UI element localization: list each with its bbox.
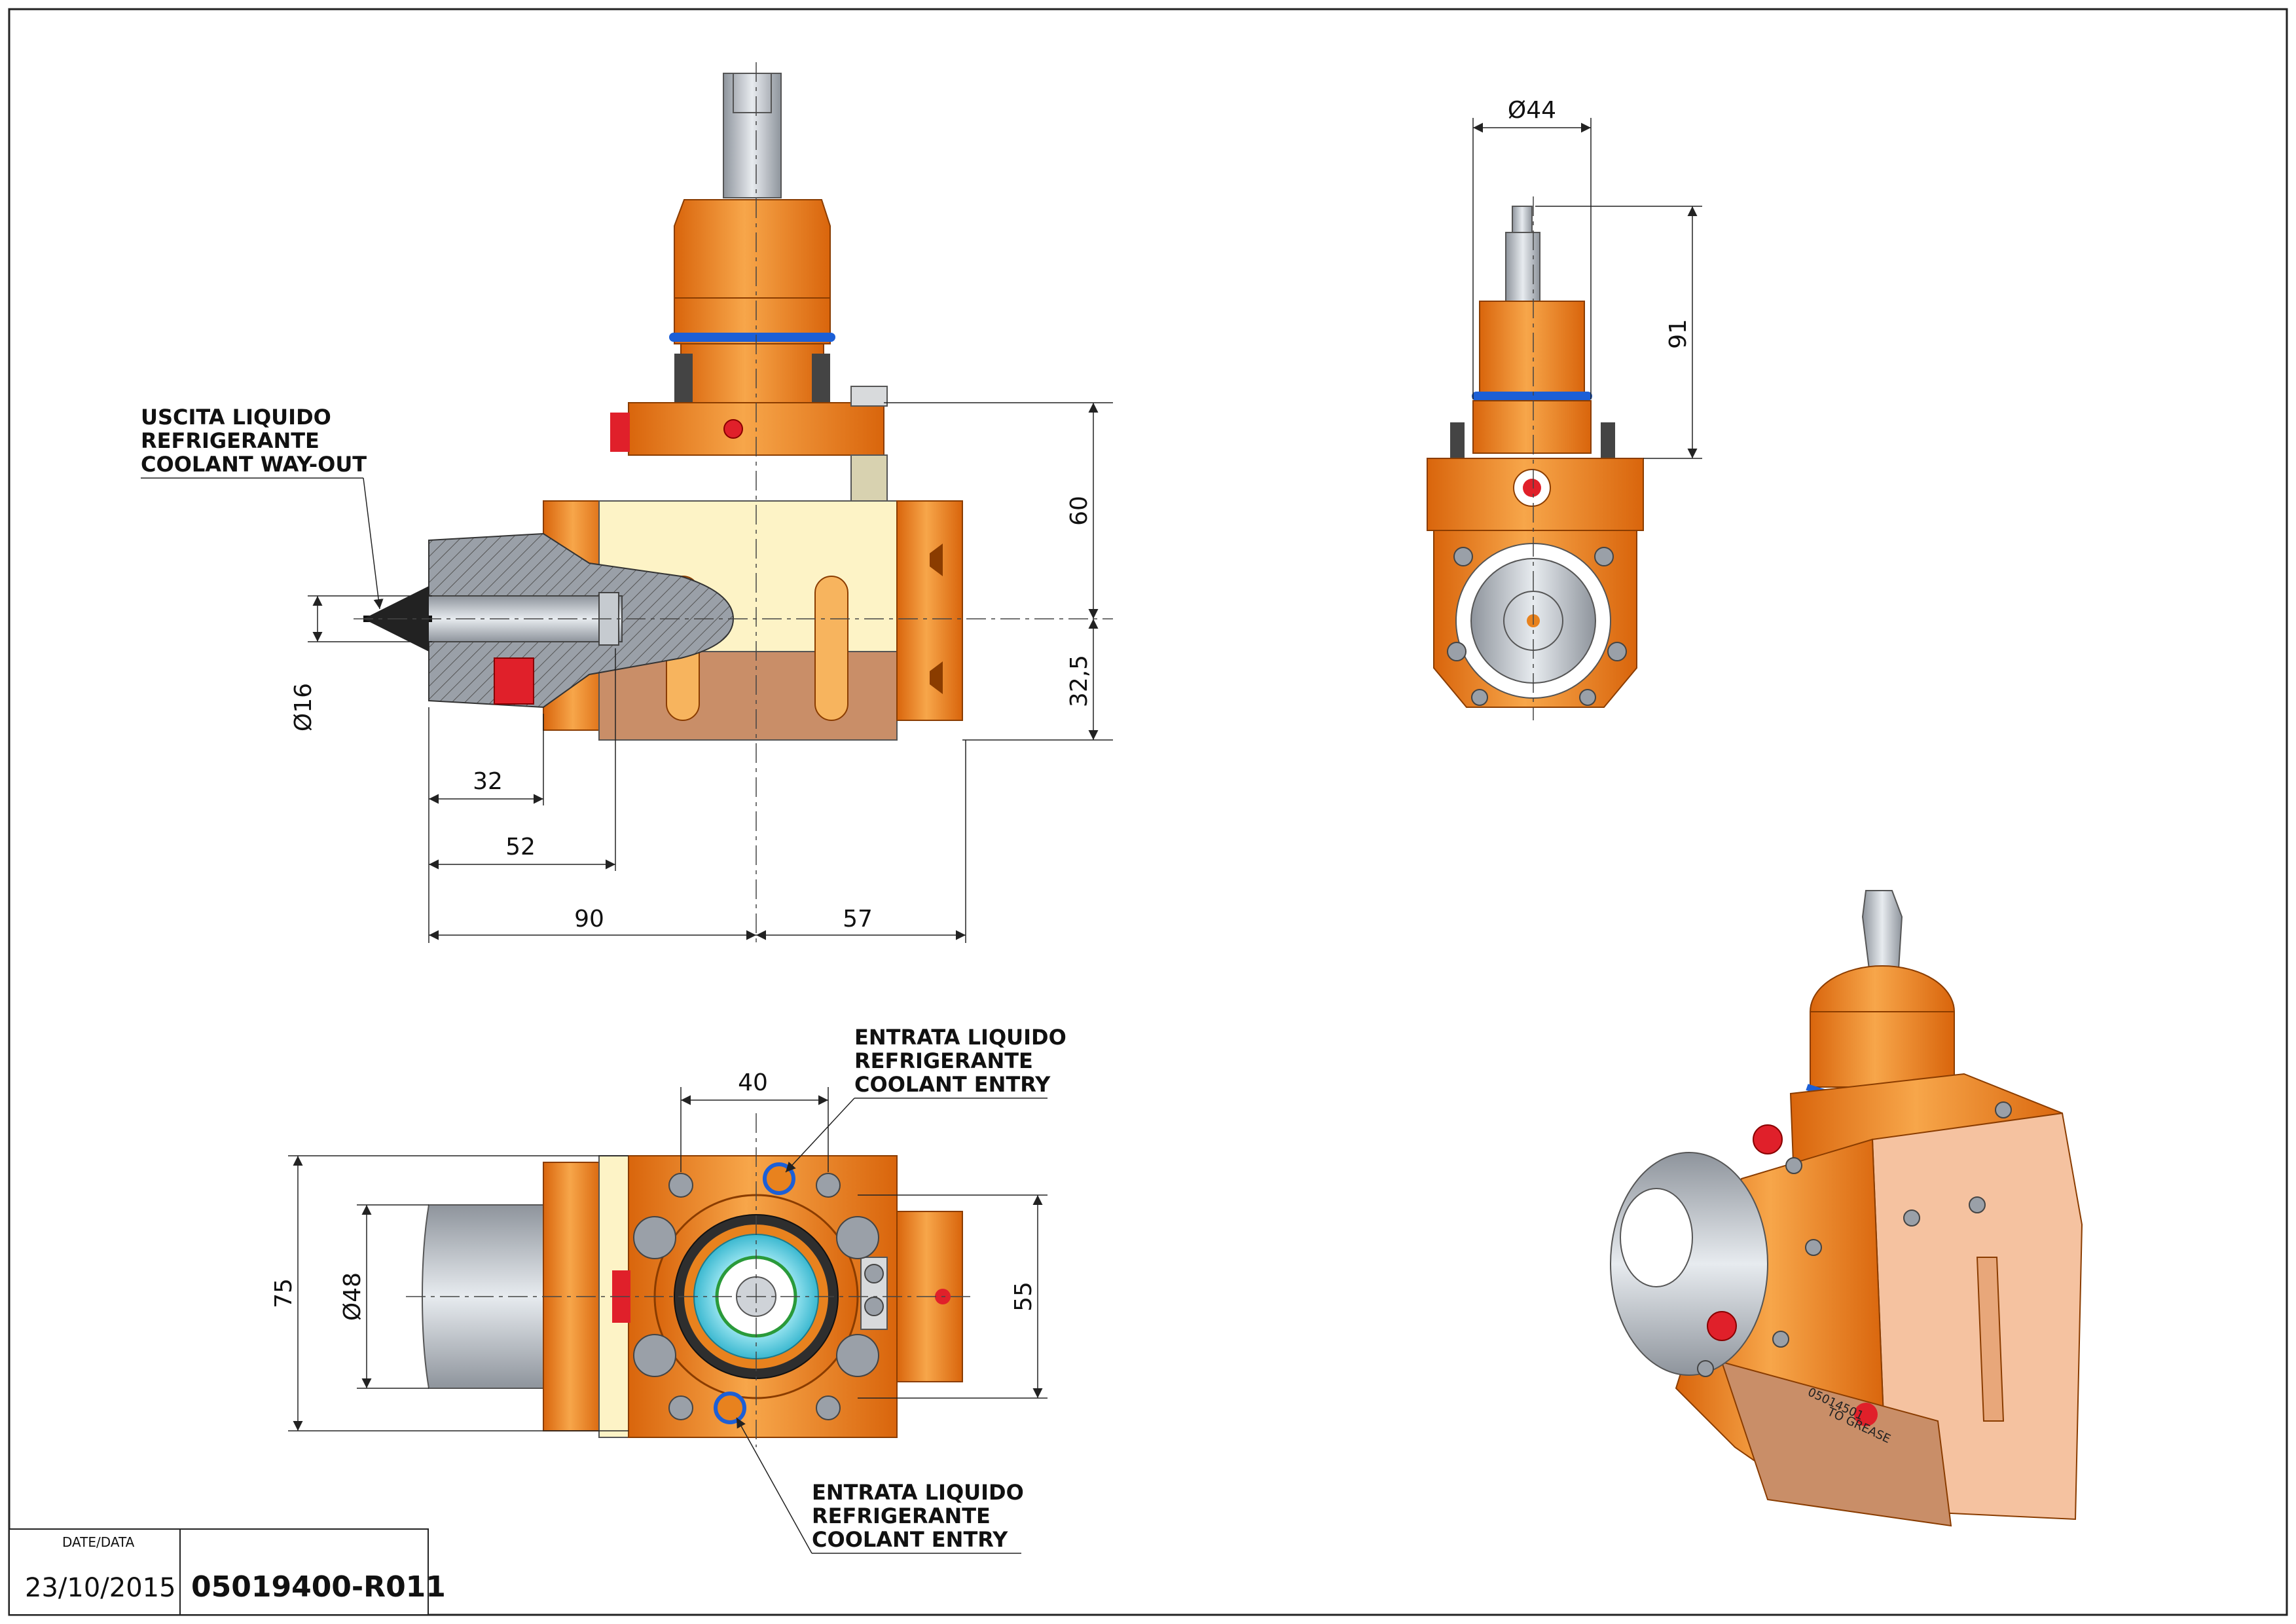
- dim-40: 40: [738, 1069, 768, 1096]
- side-view: Ø44 91: [1427, 97, 1702, 720]
- coolant-inlet-bottom: [714, 1392, 746, 1424]
- bottom-view: 40 75 Ø48 55 ENTRATA LIQUIDO REFRIGERANT…: [270, 1025, 1066, 1554]
- svg-text:COOLANT WAY-OUT: COOLANT WAY-OUT: [141, 452, 367, 477]
- svg-text:ENTRATA LIQUIDO: ENTRATA LIQUIDO: [854, 1025, 1066, 1050]
- svg-text:ENTRATA LIQUIDO: ENTRATA LIQUIDO: [812, 1480, 1024, 1505]
- date-value: 23/10/2015: [25, 1573, 176, 1603]
- dim-d44: Ø44: [1508, 97, 1556, 124]
- dim-60: 60: [1066, 496, 1093, 526]
- dim-32: 32: [473, 768, 503, 795]
- drive-shank: [1505, 232, 1540, 305]
- dim-55: 55: [1010, 1282, 1037, 1312]
- o-ring: [669, 333, 835, 342]
- red-plug: [494, 657, 534, 705]
- svg-text:COOLANT ENTRY: COOLANT ENTRY: [854, 1072, 1051, 1097]
- dim-d16: Ø16: [290, 683, 317, 731]
- drive-shank: [723, 73, 782, 198]
- bolt-pattern: [633, 1173, 884, 1420]
- o-ring: [1472, 392, 1592, 401]
- svg-text:USCITA LIQUIDO: USCITA LIQUIDO: [141, 405, 331, 430]
- screw-left: [674, 354, 693, 406]
- upper-housing: [674, 199, 831, 299]
- slot: [1976, 1257, 2005, 1422]
- dim-52: 52: [505, 834, 536, 860]
- svg-text:REFRIGERANTE: REFRIGERANTE: [854, 1048, 1033, 1073]
- dim-75: 75: [270, 1278, 297, 1308]
- front-view: 60 32,5 Ø16 32 52 90 57 USCITA LIQUIDO R…: [141, 62, 1113, 943]
- coolant-entry-note-top: ENTRATA LIQUIDO REFRIGERANTE COOLANT ENT…: [785, 1025, 1066, 1173]
- date-label: DATE/DATA: [62, 1534, 135, 1550]
- red-plug: [610, 413, 630, 452]
- dim-32-5: 32,5: [1066, 655, 1093, 707]
- upper-housing: [1810, 1011, 1955, 1088]
- slot: [814, 576, 848, 721]
- coolant-outlet-note: USCITA LIQUIDO REFRIGERANTE COOLANT WAY-…: [141, 405, 384, 610]
- dim-d48: Ø48: [339, 1272, 366, 1321]
- drive-shank: [1861, 890, 1903, 970]
- dim-91: 91: [1665, 319, 1692, 349]
- sheet-border: [8, 8, 2288, 1616]
- dim-57: 57: [843, 906, 873, 932]
- title-block: DATE/DATA 23/10/2015 05019400-R011: [9, 1528, 446, 1615]
- svg-text:REFRIGERANTE: REFRIGERANTE: [141, 428, 319, 453]
- drawing-code: 05019400-R011: [191, 1570, 446, 1604]
- screw-right: [812, 354, 830, 406]
- svg-text:REFRIGERANTE: REFRIGERANTE: [812, 1504, 991, 1528]
- svg-text:COOLANT ENTRY: COOLANT ENTRY: [812, 1527, 1008, 1552]
- dim-90: 90: [574, 906, 604, 932]
- isometric-view: 05014501 TO GREASE: [1610, 890, 2083, 1527]
- coolant-entry-note-bottom: ENTRATA LIQUIDO REFRIGERANTE COOLANT ENT…: [736, 1417, 1024, 1554]
